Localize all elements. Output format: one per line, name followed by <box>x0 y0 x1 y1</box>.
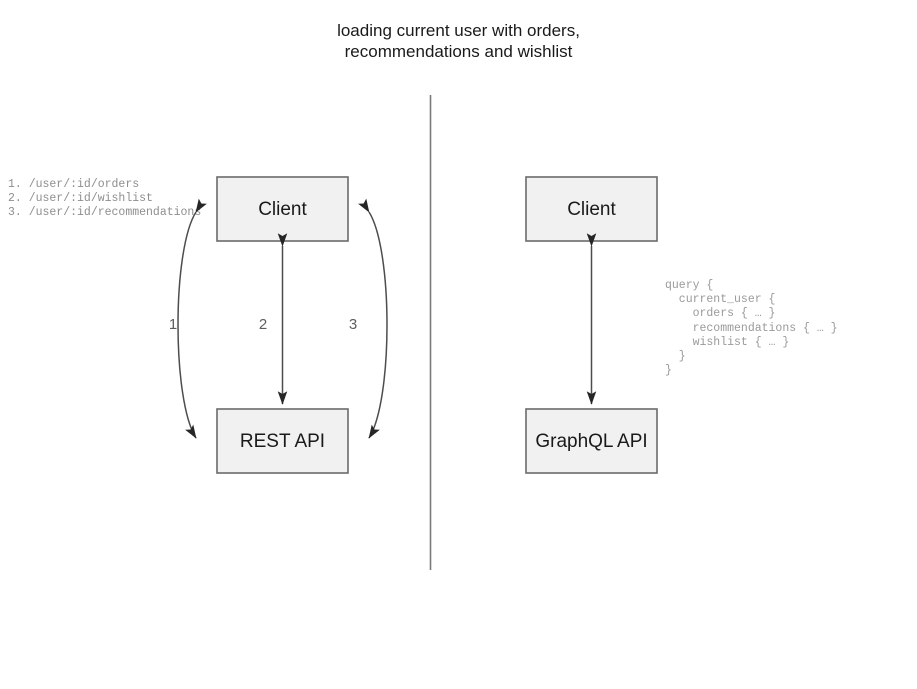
graphql-query-block: query { current_user { orders { … } reco… <box>665 279 838 378</box>
rest-api-box <box>216 408 349 474</box>
rest-edge-3 <box>358 198 388 439</box>
rest-client-label: Client <box>258 199 307 220</box>
rest-client-box <box>216 176 349 242</box>
edge-number-2: 2 <box>258 316 268 333</box>
graphql-client-label: Client <box>567 199 616 220</box>
edge-number-3: 3 <box>348 316 358 333</box>
page-title: loading current user with orders, recomm… <box>337 21 580 61</box>
rest-api-label: REST API <box>239 431 326 452</box>
graphql-api-box <box>525 408 658 474</box>
rest-edge-1 <box>177 198 207 439</box>
edge-number-1: 1 <box>168 316 178 333</box>
graphql-client-box <box>525 176 658 242</box>
rest-endpoints-list: 1. /user/:id/orders 2. /user/:id/wishlis… <box>8 178 202 220</box>
graphql-api-label: GraphQL API <box>535 431 648 452</box>
